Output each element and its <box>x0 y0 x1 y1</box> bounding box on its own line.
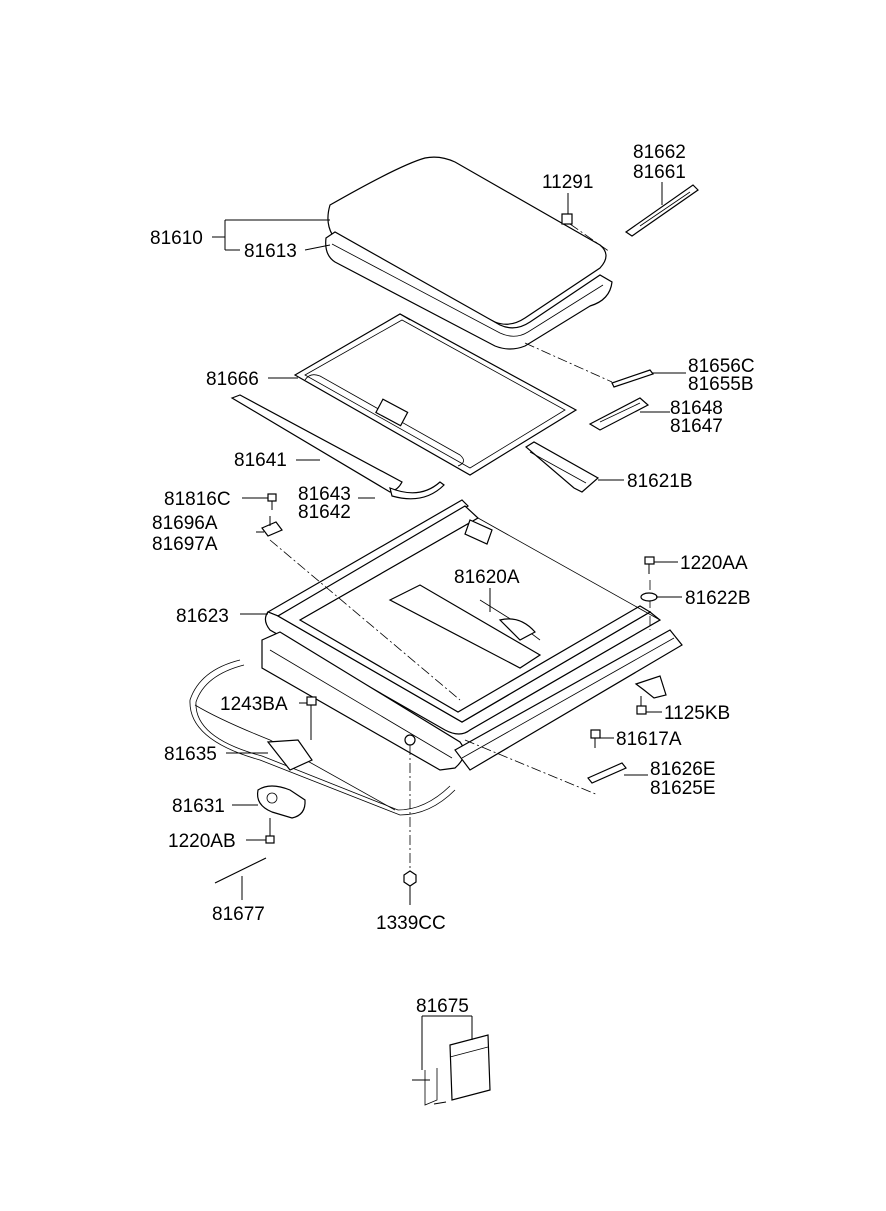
label-81617A: 81617A <box>616 729 682 750</box>
label-81631: 81631 <box>172 796 225 817</box>
label-81696A: 81696A <box>152 513 218 534</box>
label-81641: 81641 <box>234 450 287 471</box>
nut-1339CC <box>403 745 417 905</box>
label-81642: 81642 <box>298 502 351 523</box>
label-81643: 81643 <box>298 484 351 505</box>
label-81623: 81623 <box>176 606 229 627</box>
bolt-81816C <box>267 493 277 510</box>
label-1220AB: 1220AB <box>168 831 236 852</box>
label-81622B: 81622B <box>685 588 751 609</box>
label-81662: 81662 <box>633 142 686 163</box>
label-81647: 81647 <box>670 416 723 437</box>
bracket-1125KB <box>634 675 667 715</box>
sunroof-frame <box>261 499 683 771</box>
bolt-1243BA <box>306 696 317 740</box>
bracket-81648 <box>588 397 650 431</box>
leader-lines <box>212 182 686 1070</box>
guide-rail-81641 <box>230 394 445 500</box>
wind-deflector-part <box>624 184 699 237</box>
bracket-81626E <box>587 762 627 784</box>
drive-cables <box>189 659 456 816</box>
link-81656C <box>611 369 654 388</box>
label-81625E: 81625E <box>650 778 716 799</box>
label-81697A: 81697A <box>152 534 218 555</box>
bracket-81696A <box>261 516 283 537</box>
washer-81622B <box>640 592 658 602</box>
label-81655B: 81655B <box>688 374 754 395</box>
sunroof-motor <box>256 785 306 844</box>
label-81610: 81610 <box>150 228 203 249</box>
bolt-1220AA <box>644 556 655 574</box>
bolt-81617A <box>590 729 601 748</box>
nut-11291 <box>561 213 573 225</box>
label-81613: 81613 <box>244 241 297 262</box>
label-1125KB: 1125KB <box>664 703 730 724</box>
label-81635: 81635 <box>164 744 217 765</box>
label-1220AA: 1220AA <box>680 553 748 574</box>
label-81621B: 81621B <box>627 471 693 492</box>
label-1243BA: 1243BA <box>220 694 288 715</box>
label-81666: 81666 <box>206 369 259 390</box>
label-11291: 11291 <box>542 172 593 193</box>
label-81620A: 81620A <box>454 567 520 588</box>
label-81675: 81675 <box>416 996 469 1017</box>
label-81677: 81677 <box>212 904 265 925</box>
label-81661: 81661 <box>633 162 686 183</box>
tool-kit-81675 <box>412 1034 491 1106</box>
sunroof-glass-panel <box>325 156 613 350</box>
manual-rod-81677 <box>214 857 267 884</box>
sunshade-assembly <box>293 313 578 476</box>
label-81626E: 81626E <box>650 759 716 780</box>
side-rail-81621B <box>524 441 600 493</box>
label-81816C: 81816C <box>164 489 231 510</box>
label-1339CC: 1339CC <box>376 913 446 934</box>
label-81648: 81648 <box>670 398 723 419</box>
label-81656C: 81656C <box>688 356 755 377</box>
